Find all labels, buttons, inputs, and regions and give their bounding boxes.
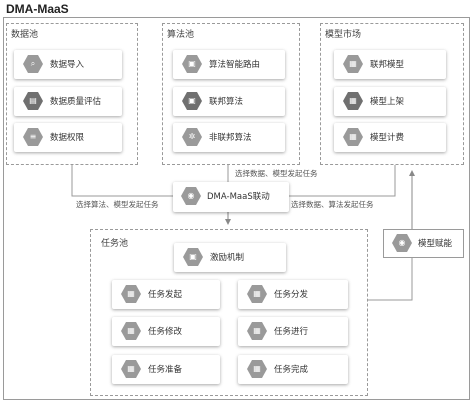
algo-pool-label: 算法池	[167, 30, 195, 40]
data-pool-label: 数据池	[11, 30, 39, 40]
task-modify-label: 任务修改	[148, 327, 183, 337]
task-running-label: 任务进行	[274, 327, 309, 337]
algo-pool: 算法池	[162, 23, 300, 165]
algo-routing-label: 算法智能路由	[209, 60, 261, 70]
circle-icon: ◉	[392, 234, 412, 252]
processor-icon: ▣	[182, 92, 202, 110]
model-pool-label: 模型市场	[325, 30, 362, 40]
task-distribute-label: 任务分发	[274, 290, 309, 300]
task-prepare-label: 任务准备	[148, 365, 183, 375]
algo-federated-label: 联邦算法	[209, 97, 244, 107]
grid-icon: ▦	[247, 360, 267, 378]
model-listing-card[interactable]: ▦ 模型上架	[334, 87, 446, 116]
diagram-title: DMA-MaaS	[6, 2, 69, 16]
data-import-card[interactable]: ⌕ 数据导入	[14, 50, 122, 79]
data-pool: 数据池	[6, 23, 138, 165]
grid-icon: ▦	[121, 285, 141, 303]
outer-frame	[3, 17, 470, 400]
edge-label-left: 选择算法、模型发起任务	[76, 200, 159, 209]
center-linkage-label: DMA-MaaS联动	[207, 192, 270, 202]
task-initiate-label: 任务发起	[148, 290, 183, 300]
task-pool-label: 任务池	[101, 239, 129, 249]
task-modify-card[interactable]: ▦ 任务修改	[112, 317, 220, 346]
grid-icon: ▦	[121, 322, 141, 340]
processor-icon: ▣	[182, 55, 202, 73]
task-pool: 任务池	[90, 229, 368, 396]
grid-icon: ▦	[247, 285, 267, 303]
model-listing-label: 模型上架	[370, 97, 405, 107]
edge-label-right: 选择数据、算法发起任务	[291, 200, 374, 209]
settings-icon: ✲	[182, 128, 202, 146]
image-icon: ▦	[343, 92, 363, 110]
edge-task-to-empower	[368, 258, 413, 301]
algo-nonfederated-card[interactable]: ✲ 非联邦算法	[173, 123, 285, 152]
center-linkage-card[interactable]: ◉ DMA-MaaS联动	[173, 182, 289, 212]
task-running-card[interactable]: ▦ 任务进行	[238, 317, 348, 346]
data-permission-card[interactable]: ≡ 数据权限	[14, 123, 122, 152]
task-complete-label: 任务完成	[274, 365, 309, 375]
model-billing-label: 模型计费	[370, 133, 405, 143]
grid-icon: ▦	[121, 360, 141, 378]
model-empower-card[interactable]: ◉ 模型赋能	[383, 229, 464, 258]
chart-icon: ▤	[23, 92, 43, 110]
data-permission-label: 数据权限	[50, 133, 85, 143]
algo-federated-card[interactable]: ▣ 联邦算法	[173, 87, 285, 116]
algo-routing-card[interactable]: ▣ 算法智能路由	[173, 50, 285, 79]
model-pool: 模型市场	[320, 23, 464, 165]
circle-icon: ◉	[181, 187, 201, 205]
task-prepare-card[interactable]: ▦ 任务准备	[112, 355, 220, 384]
task-complete-card[interactable]: ▦ 任务完成	[238, 355, 348, 384]
model-federated-label: 联邦模型	[370, 60, 405, 70]
edge-data-to-center	[71, 165, 173, 197]
search-icon: ⌕	[23, 55, 43, 73]
image-icon: ▦	[343, 55, 363, 73]
incentive-label: 激励机制	[210, 253, 245, 263]
task-initiate-card[interactable]: ▦ 任务发起	[112, 280, 220, 309]
edge-label-top-right: 选择数据、模型发起任务	[235, 169, 318, 178]
model-empower-label: 模型赋能	[418, 239, 453, 249]
incentive-card[interactable]: ▣ 激励机制	[174, 243, 286, 272]
processor-icon: ▣	[183, 248, 203, 266]
task-distribute-card[interactable]: ▦ 任务分发	[238, 280, 348, 309]
data-import-label: 数据导入	[50, 60, 85, 70]
model-federated-card[interactable]: ▦ 联邦模型	[334, 50, 446, 79]
edge-center-to-model	[289, 165, 396, 197]
data-quality-card[interactable]: ▤ 数据质量评估	[14, 87, 122, 116]
model-billing-card[interactable]: ▦ 模型计费	[334, 123, 446, 152]
data-quality-label: 数据质量评估	[50, 97, 102, 107]
image-icon: ▦	[343, 128, 363, 146]
algo-nonfederated-label: 非联邦算法	[209, 133, 252, 143]
list-icon: ≡	[23, 128, 43, 146]
grid-icon: ▦	[247, 322, 267, 340]
